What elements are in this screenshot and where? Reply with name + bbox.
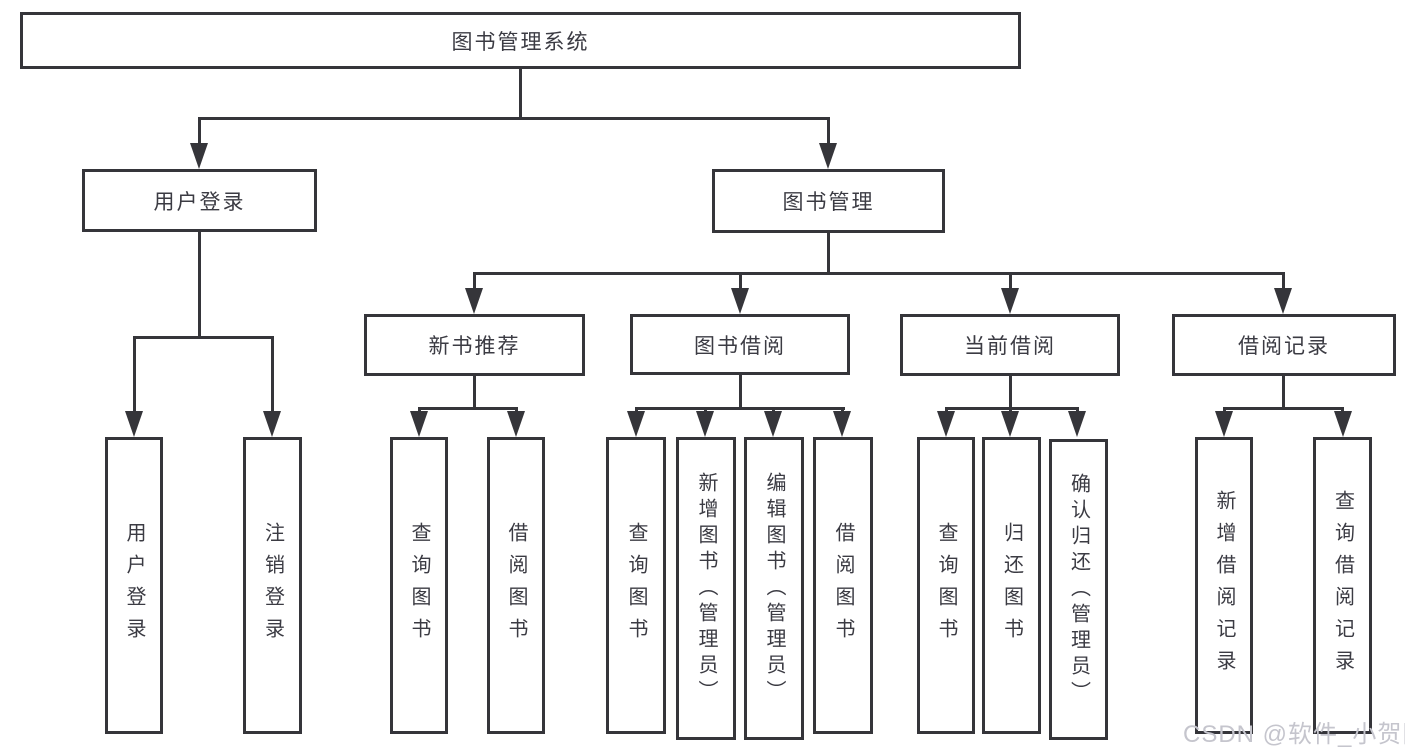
leaf-return-books: 归还图书 [982, 437, 1041, 734]
leaf-add-borrow-record: 新增借阅记录 [1195, 437, 1253, 734]
node-borrowing-records: 借阅记录 [1172, 314, 1396, 376]
node-label: 用户登录 [153, 190, 246, 214]
connector-to-leaf [271, 336, 274, 413]
connector-to-node [1282, 272, 1285, 290]
connector-to-node [1009, 272, 1012, 290]
connector-level2-rail [198, 117, 830, 120]
leaf-borrow-books-recommend: 借阅图书 [487, 437, 545, 734]
connector-current-rail [945, 407, 1079, 410]
connector-to-book-management [827, 117, 830, 145]
leaf-query-books-recommend: 查询图书 [390, 437, 448, 734]
arrowhead-down-icon [819, 143, 837, 169]
node-label: 新书推荐 [428, 335, 521, 358]
connector-borrowing-rail [635, 407, 845, 410]
node-label: 查询图书 [625, 521, 647, 650]
leaf-query-books-borrowing: 查询图书 [606, 437, 666, 734]
node-label: 编辑图书（管理员） [763, 471, 785, 706]
leaf-add-books-admin: 新增图书（管理员） [676, 437, 736, 740]
arrowhead-down-icon [1001, 411, 1019, 437]
node-book-management-branch: 图书管理 [712, 169, 945, 233]
connector-to-node [739, 272, 742, 290]
node-label: 新增图书（管理员） [695, 471, 717, 706]
arrowhead-down-icon [696, 411, 714, 437]
arrowhead-down-icon [1068, 411, 1086, 437]
connector-book-mgmt-stem [827, 233, 830, 272]
node-label: 图书管理 [782, 191, 875, 214]
connector-records-stem [1282, 376, 1285, 407]
arrowhead-down-icon [190, 143, 208, 169]
node-label: 归还图书 [1000, 521, 1023, 650]
node-label: 确认归还（管理员） [1067, 472, 1090, 707]
node-label: 图书管理系统 [451, 30, 590, 54]
node-user-login-branch: 用户登录 [82, 169, 317, 232]
leaf-logout: 注销登录 [243, 437, 302, 734]
node-label: 查询借阅记录 [1331, 489, 1354, 682]
connector-to-leaf [133, 336, 136, 413]
node-label: 用户登录 [123, 521, 145, 650]
leaf-user-login: 用户登录 [105, 437, 163, 734]
node-label: 借阅图书 [505, 521, 527, 650]
leaf-query-borrow-record: 查询借阅记录 [1313, 437, 1372, 734]
node-label: 当前借阅 [964, 335, 1056, 358]
arrowhead-down-icon [263, 411, 281, 437]
node-label: 新增借阅记录 [1213, 489, 1235, 682]
arrowhead-down-icon [1274, 288, 1292, 314]
connector-to-node [473, 272, 476, 290]
node-root-library-system: 图书管理系统 [20, 12, 1021, 69]
arrowhead-down-icon [937, 411, 955, 437]
connector-to-user-login [198, 117, 201, 145]
leaf-borrow-books: 借阅图书 [813, 437, 873, 734]
arrowhead-down-icon [1334, 411, 1352, 437]
arrowhead-down-icon [833, 411, 851, 437]
connector-borrowing-stem [739, 375, 742, 407]
node-label: 借阅图书 [832, 521, 854, 650]
csdn-watermark: CSDN @软件_小贺同学 [1183, 721, 1405, 747]
connector-current-stem [1009, 376, 1012, 407]
node-new-book-recommend: 新书推荐 [364, 314, 585, 376]
leaf-query-books-current: 查询图书 [917, 437, 975, 734]
leaf-confirm-return-admin: 确认归还（管理员） [1049, 439, 1108, 740]
node-label: 查询图书 [408, 521, 430, 650]
leaf-edit-books-admin: 编辑图书（管理员） [744, 437, 804, 740]
node-label: 借阅记录 [1238, 335, 1330, 358]
arrowhead-down-icon [1001, 288, 1019, 314]
arrowhead-down-icon [627, 411, 645, 437]
connector-user-login-stem [198, 232, 201, 336]
connector-recommend-rail [418, 407, 518, 410]
connector-root-stem [519, 69, 522, 117]
arrowhead-down-icon [507, 411, 525, 437]
node-label: 查询图书 [935, 521, 957, 650]
node-book-borrowing: 图书借阅 [630, 314, 850, 375]
node-label: 注销登录 [261, 521, 284, 650]
arrowhead-down-icon [764, 411, 782, 437]
arrowhead-down-icon [410, 411, 428, 437]
connector-level3-rail [473, 272, 1285, 275]
connector-records-rail [1223, 407, 1344, 410]
arrowhead-down-icon [731, 288, 749, 314]
arrowhead-down-icon [465, 288, 483, 314]
arrowhead-down-icon [1215, 411, 1233, 437]
connector-recommend-stem [473, 376, 476, 407]
arrowhead-down-icon [125, 411, 143, 437]
node-label: 图书借阅 [694, 334, 786, 358]
connector-user-login-rail [133, 336, 274, 339]
node-current-borrowing: 当前借阅 [900, 314, 1120, 376]
